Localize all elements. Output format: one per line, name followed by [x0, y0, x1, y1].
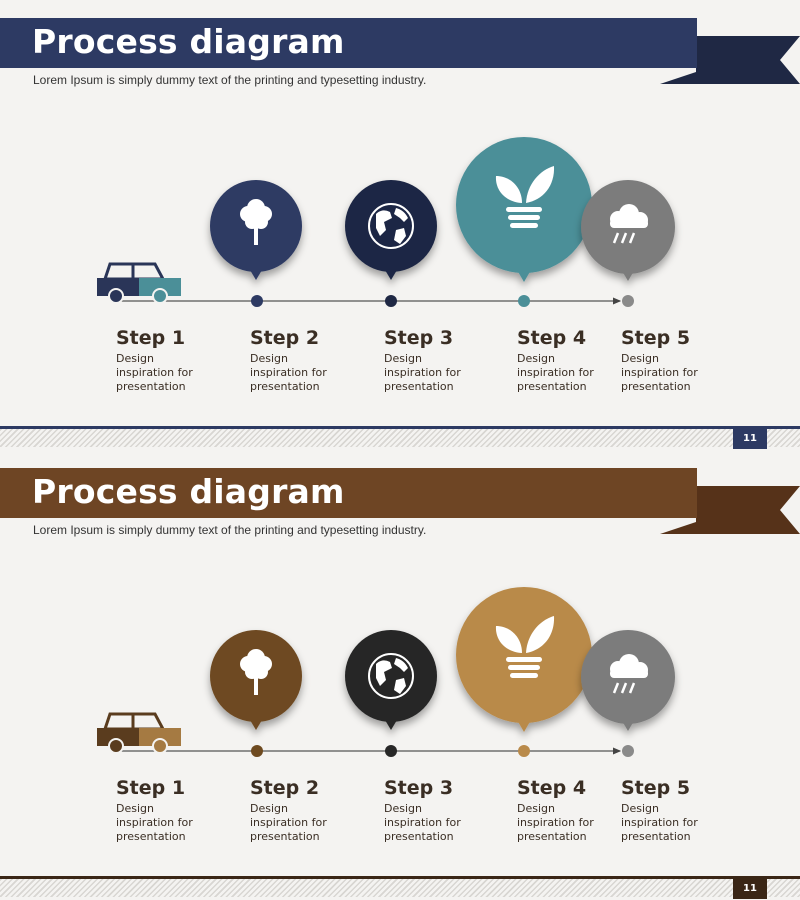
step2-pin: [345, 180, 437, 280]
step4-pointer: [622, 271, 634, 281]
step4-dot: [622, 745, 634, 757]
step4-pointer: [622, 721, 634, 731]
step-desc: Design inspiration for presentation: [116, 352, 193, 393]
step3-pin: [456, 587, 592, 732]
step-title: Step 1: [116, 777, 186, 799]
leaf-bulb-icon: [495, 616, 555, 678]
car-body-right: [139, 728, 181, 746]
step1-dot: [251, 295, 263, 307]
car-wheel-rear: [152, 288, 168, 304]
title-banner: [0, 18, 697, 68]
rain-cloud-icon: [610, 654, 648, 694]
step-title: Step 5: [621, 777, 691, 799]
step-desc: Design inspiration for presentation: [621, 802, 698, 843]
step4-pin: [581, 180, 675, 281]
process-diagram: [97, 587, 675, 757]
step-title: Step 3: [384, 777, 454, 799]
step-desc: Design inspiration for presentation: [384, 802, 461, 843]
car-icon: [97, 262, 181, 304]
step-3: Step 3 Design inspiration for presentati…: [384, 777, 474, 844]
step-desc: Design inspiration for presentation: [517, 802, 594, 843]
ribbon-tail: [660, 486, 800, 534]
page-title: Process diagram: [32, 22, 345, 61]
step-title: Step 2: [250, 777, 320, 799]
step-desc: Design inspiration for presentation: [517, 352, 594, 393]
step-title: Step 1: [116, 327, 186, 349]
globe-icon: [368, 653, 414, 699]
tree-icon: [240, 649, 272, 695]
step-5: Step 5 Design inspiration for presentati…: [621, 327, 711, 394]
step1-pointer: [250, 720, 262, 730]
car-wheel-front: [108, 288, 124, 304]
car-wheel-rear: [152, 738, 168, 754]
step4-dot: [622, 295, 634, 307]
slide-brown: Process diagram Lorem Ipsum is simply du…: [0, 450, 800, 900]
step1-dot: [251, 745, 263, 757]
step2-dot: [385, 745, 397, 757]
step3-pin: [456, 137, 592, 282]
step3-circle: [456, 587, 592, 723]
step3-dot: [518, 745, 530, 757]
step2-pointer: [385, 720, 397, 730]
car-body-left: [97, 278, 139, 296]
step-desc: Design inspiration for presentation: [250, 802, 327, 843]
page-number-badge: 11: [733, 879, 767, 899]
car-wheel-front: [108, 738, 124, 754]
step-4: Step 4 Design inspiration for presentati…: [517, 777, 607, 844]
footer-hatch: [0, 879, 800, 897]
step3-dot: [518, 295, 530, 307]
process-diagram: [97, 137, 675, 307]
step-title: Step 2: [250, 327, 320, 349]
step3-pointer: [517, 720, 531, 732]
step-1: Step 1 Design inspiration for presentati…: [116, 327, 206, 394]
slide-blue: Process diagram Lorem Ipsum is simply du…: [0, 18, 800, 449]
page-title: Process diagram: [32, 472, 345, 511]
step2-dot: [385, 295, 397, 307]
footer-hatch: [0, 429, 800, 447]
step-title: Step 5: [621, 327, 691, 349]
step-2: Step 2 Design inspiration for presentati…: [250, 327, 340, 394]
step-title: Step 4: [517, 777, 587, 799]
step-1: Step 1 Design inspiration for presentati…: [116, 777, 206, 844]
step1-pointer: [250, 270, 262, 280]
step2-circle: [345, 180, 437, 272]
car-body-right: [139, 278, 181, 296]
title-banner: [0, 468, 697, 518]
rain-cloud-icon: [610, 204, 648, 244]
car-body-left: [97, 728, 139, 746]
step-desc: Design inspiration for presentation: [384, 352, 461, 393]
step-5: Step 5 Design inspiration for presentati…: [621, 777, 711, 844]
car-icon: [97, 712, 181, 754]
step3-circle: [456, 137, 592, 273]
step-3: Step 3 Design inspiration for presentati…: [384, 327, 474, 394]
step-title: Step 4: [517, 327, 587, 349]
step-title: Step 3: [384, 327, 454, 349]
ribbon-tail-shape: [660, 486, 800, 534]
page-number-badge: 11: [733, 429, 767, 449]
globe-icon: [368, 203, 414, 249]
leaf-bulb-icon: [495, 166, 555, 228]
step-desc: Design inspiration for presentation: [116, 802, 193, 843]
ribbon-tail-shape: [660, 36, 800, 84]
step4-pin: [581, 630, 675, 731]
footer-rule: [0, 876, 800, 879]
step2-circle: [345, 630, 437, 722]
step3-pointer: [517, 270, 531, 282]
step2-pin: [345, 630, 437, 730]
page-subtitle: Lorem Ipsum is simply dummy text of the …: [33, 523, 427, 537]
step-4: Step 4 Design inspiration for presentati…: [517, 327, 607, 394]
tree-icon: [240, 199, 272, 245]
footer-rule: [0, 426, 800, 429]
ribbon-tail: [660, 36, 800, 84]
page-subtitle: Lorem Ipsum is simply dummy text of the …: [33, 73, 427, 87]
step-desc: Design inspiration for presentation: [621, 352, 698, 393]
step-2: Step 2 Design inspiration for presentati…: [250, 777, 340, 844]
step-desc: Design inspiration for presentation: [250, 352, 327, 393]
step2-pointer: [385, 270, 397, 280]
